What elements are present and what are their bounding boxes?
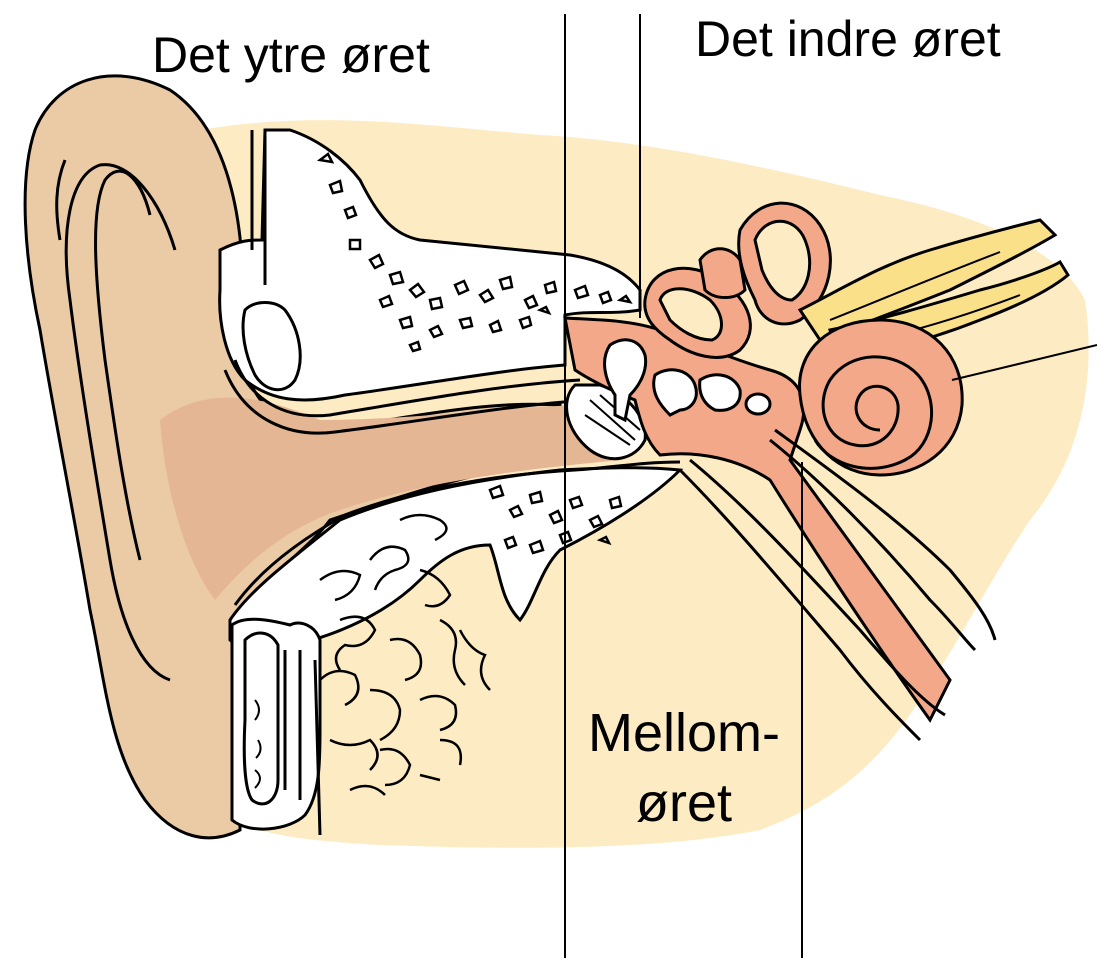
label-middle-ear-line-2: øret [566, 768, 802, 838]
stapes [700, 375, 741, 411]
label-middle-ear-line-1: Mellom- [566, 698, 802, 768]
label-middle-ear: Mellom- øret [566, 698, 802, 838]
oval-window [746, 394, 770, 414]
label-inner-ear: Det indre øret [695, 14, 1001, 64]
label-outer-ear: Det ytre øret [152, 30, 430, 80]
